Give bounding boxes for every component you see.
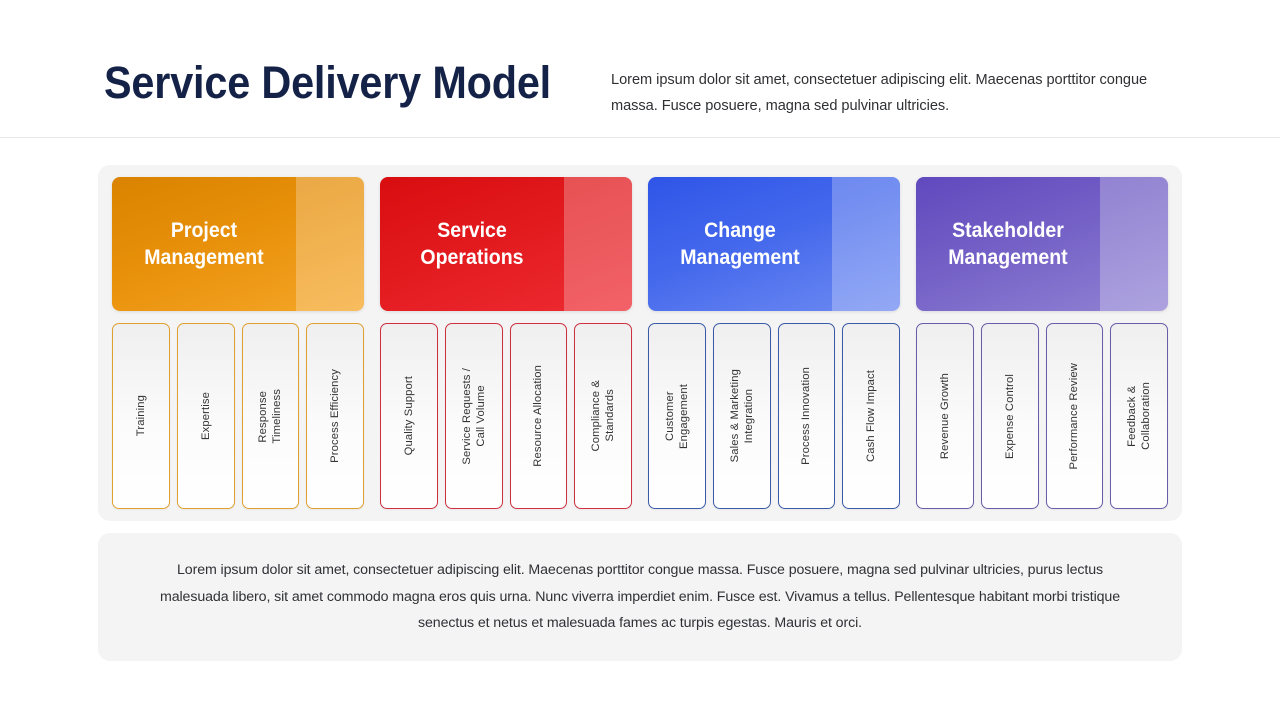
sub-item-card[interactable]: Performance Review	[1045, 323, 1104, 509]
header-description: Lorem ipsum dolor sit amet, consectetuer…	[611, 72, 1148, 114]
sub-item-list: Revenue Growth Expense Control Performance…	[916, 323, 1168, 509]
sub-item-label: Response Timeliness	[257, 388, 284, 444]
sub-item-label: Process Innovation	[800, 367, 813, 465]
header-highlight-overlay	[563, 177, 632, 311]
sub-item-label: Feedback & Collaboration	[1126, 382, 1153, 450]
group-title: Project Management	[144, 219, 264, 269]
footer-note-text: Lorem ipsum dolor sit amet, consectetuer…	[160, 562, 1120, 632]
group-title: Service Operations	[420, 219, 524, 269]
sub-item-label: Quality Support	[402, 376, 415, 456]
sub-item-label: Performance Review	[1068, 362, 1081, 470]
sub-item-card[interactable]: Expense Control	[980, 323, 1039, 509]
sub-item-list: Customer Engagement Sales & Marketing Int…	[648, 323, 900, 509]
footer-note-panel: Lorem ipsum dolor sit amet, consectetuer…	[98, 533, 1182, 661]
sub-item-card[interactable]: Compliance & Standards	[574, 323, 632, 509]
sub-item-label: Compliance & Standards	[590, 380, 617, 452]
header-highlight-overlay	[1099, 177, 1168, 311]
sub-item-label: Training	[134, 395, 147, 437]
sub-item-label: Process Efficiency	[329, 369, 342, 463]
sub-item-card[interactable]: Training	[112, 323, 170, 509]
sub-item-label: Service Requests / Call Volume	[460, 367, 487, 465]
sub-item-card[interactable]: Expertise	[176, 323, 235, 509]
sub-item-card[interactable]: Resource Allocation	[509, 323, 568, 509]
sub-item-label: Expertise	[199, 392, 212, 440]
sub-item-card[interactable]: Service Requests / Call Volume	[444, 323, 503, 509]
sub-item-card[interactable]: Sales & Marketing Integration	[712, 323, 771, 509]
sub-item-list: Quality Support Service Requests / Call V…	[380, 323, 632, 509]
sub-item-card[interactable]: Process Efficiency	[306, 323, 364, 509]
group-header-card[interactable]: Change Management	[648, 177, 900, 311]
sub-item-card[interactable]: Process Innovation	[777, 323, 836, 509]
sub-item-card[interactable]: Response Timeliness	[241, 323, 300, 509]
group-header-card[interactable]: Service Operations	[380, 177, 632, 311]
sub-item-label: Customer Engagement	[663, 383, 690, 449]
group-header-card[interactable]: Project Management	[112, 177, 364, 311]
sub-item-list: Training Expertise Response Timeliness Proc…	[112, 323, 364, 509]
header-highlight-overlay	[831, 177, 900, 311]
page-title: Service Delivery Model	[104, 57, 551, 108]
sub-item-label: Revenue Growth	[938, 372, 951, 460]
sub-item-label: Cash Flow Impact	[865, 370, 878, 462]
sub-item-label: Resource Allocation	[532, 365, 545, 467]
sub-item-card[interactable]: Customer Engagement	[648, 323, 706, 509]
sub-item-label: Expense Control	[1003, 373, 1016, 459]
sub-item-label: Sales & Marketing Integration	[728, 369, 755, 463]
group-title: Change Management	[680, 219, 800, 269]
group-header-card[interactable]: Stakeholder Management	[916, 177, 1168, 311]
sub-item-card[interactable]: Cash Flow Impact	[842, 323, 900, 509]
group-title: Stakeholder Management	[948, 219, 1068, 269]
sub-item-card[interactable]: Feedback & Collaboration	[1110, 323, 1168, 509]
page-header: Service Delivery Model Lorem ipsum dolor…	[0, 0, 1280, 138]
sub-item-card[interactable]: Quality Support	[380, 323, 438, 509]
sub-item-card[interactable]: Revenue Growth	[916, 323, 974, 509]
header-highlight-overlay	[295, 177, 364, 311]
